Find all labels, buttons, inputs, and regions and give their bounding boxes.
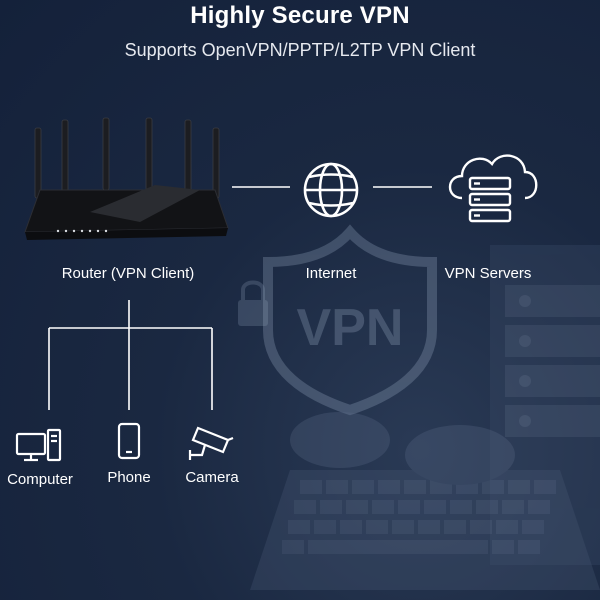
device-connection-tree bbox=[48, 300, 213, 410]
background-laptop bbox=[250, 412, 600, 590]
cloud-server-icon bbox=[448, 154, 538, 223]
svg-text:VPN: VPN bbox=[297, 299, 404, 357]
router-label: Router (VPN Client) bbox=[61, 265, 195, 282]
phone-icon bbox=[117, 422, 141, 460]
background-lock-icon bbox=[238, 280, 268, 326]
page-subtitle: Supports OpenVPN/PPTP/L2TP VPN Client bbox=[124, 40, 476, 60]
internet-label: Internet bbox=[305, 265, 357, 282]
page-title: Highly Secure VPN bbox=[190, 2, 410, 29]
background-shield-icon: VPN bbox=[263, 224, 437, 416]
vpn-servers-label: VPN Servers bbox=[444, 265, 532, 282]
globe-icon bbox=[303, 162, 359, 218]
computer-label: Computer bbox=[7, 471, 73, 488]
camera-label: Camera bbox=[185, 469, 239, 486]
background-server-rack bbox=[490, 245, 600, 565]
router-icon bbox=[24, 117, 229, 240]
phone-label: Phone bbox=[107, 469, 151, 486]
computer-icon bbox=[15, 428, 62, 462]
camera-icon bbox=[188, 426, 234, 460]
